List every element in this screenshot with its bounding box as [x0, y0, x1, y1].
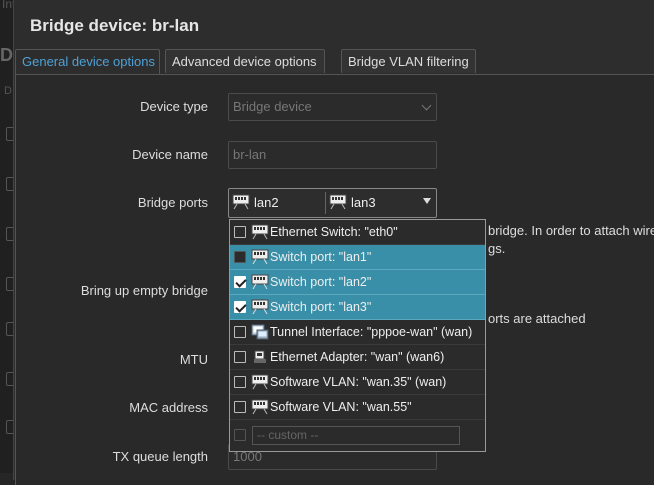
- option-checkbox[interactable]: [234, 429, 246, 441]
- bridge-ports-description: bridge. In order to attach wirel: [488, 223, 654, 238]
- device-name-input[interactable]: br-lan: [228, 141, 437, 169]
- dropdown-option-pppoe-wan[interactable]: Tunnel Interface: "pppoe-wan" (wan): [230, 320, 485, 345]
- bridge-ports-dropdown: Ethernet Switch: "eth0" Switch port: "la…: [229, 219, 486, 452]
- option-checkbox[interactable]: [234, 301, 246, 313]
- option-checkbox[interactable]: [234, 351, 246, 363]
- chevron-down-icon: [421, 100, 432, 111]
- dropdown-option-eth0[interactable]: Ethernet Switch: "eth0": [230, 220, 485, 245]
- tx-queue-length-label: TX queue length: [112, 449, 208, 464]
- tab-divider: [15, 74, 654, 75]
- tunnel-icon: [251, 324, 269, 340]
- dropdown-option-wan55[interactable]: Software VLAN: "wan.55": [230, 395, 485, 420]
- selected-port-label: lan3: [351, 195, 376, 210]
- empty-bridge-description: orts are attached: [488, 311, 586, 326]
- ethernet-port-icon: [232, 194, 250, 210]
- option-checkbox[interactable]: [234, 226, 246, 238]
- ethernet-port-icon: [251, 299, 269, 315]
- ethernet-port-icon: [329, 194, 347, 210]
- option-label: Tunnel Interface: "pppoe-wan" (wan): [270, 325, 473, 339]
- mac-address-label: MAC address: [129, 400, 208, 415]
- tab-bridge-vlan-filtering[interactable]: Bridge VLAN filtering: [341, 49, 476, 73]
- bridge-ports-select[interactable]: lan2 lan3: [228, 188, 437, 218]
- chip-divider: [325, 192, 326, 214]
- selected-port-label: lan2: [254, 195, 279, 210]
- dropdown-option-lan1[interactable]: Switch port: "lan1": [230, 245, 485, 270]
- option-label: Switch port: "lan1": [270, 250, 372, 264]
- custom-value-input[interactable]: -- custom --: [252, 426, 460, 445]
- option-checkbox[interactable]: [234, 251, 246, 263]
- dropdown-arrow-icon[interactable]: [423, 198, 431, 204]
- dropdown-option-lan3[interactable]: Switch port: "lan3": [230, 295, 485, 320]
- option-checkbox[interactable]: [234, 276, 246, 288]
- option-label: Switch port: "lan2": [270, 275, 372, 289]
- tab-general-device-options[interactable]: General device options: [15, 49, 160, 75]
- bridge-ports-description-cont: gs.: [488, 241, 506, 256]
- option-label: Ethernet Switch: "eth0": [270, 225, 398, 239]
- dropdown-option-custom[interactable]: -- custom --: [230, 420, 485, 451]
- device-name-value: br-lan: [233, 147, 267, 162]
- dropdown-option-wan[interactable]: Ethernet Adapter: "wan" (wan6): [230, 345, 485, 370]
- ethernet-port-icon: [251, 249, 269, 265]
- option-checkbox[interactable]: [234, 326, 246, 338]
- modal-title: Bridge device: br-lan: [30, 16, 200, 35]
- ethernet-port-icon: [251, 374, 269, 390]
- bg-fragment-label: D: [4, 85, 12, 97]
- option-label: Software VLAN: "wan.35" (wan): [270, 375, 447, 389]
- dropdown-option-lan2[interactable]: Switch port: "lan2": [230, 270, 485, 295]
- option-label: Switch port: "lan3": [270, 300, 372, 314]
- device-type-label: Device type: [140, 99, 208, 114]
- device-name-label: Device name: [132, 147, 208, 162]
- tab-advanced-device-options[interactable]: Advanced device options: [165, 49, 325, 73]
- dropdown-option-wan35[interactable]: Software VLAN: "wan.35" (wan): [230, 370, 485, 395]
- ethernet-port-icon: [251, 274, 269, 290]
- option-label: Ethernet Adapter: "wan" (wan6): [270, 350, 445, 364]
- ethernet-adapter-icon: [254, 350, 266, 363]
- empty-bridge-label: Bring up empty bridge: [80, 283, 208, 298]
- option-label: Software VLAN: "wan.55": [270, 400, 412, 414]
- device-type-value: Bridge device: [233, 99, 312, 114]
- option-checkbox[interactable]: [234, 401, 246, 413]
- ethernet-port-icon: [251, 224, 269, 240]
- tx-queue-length-value: 1000: [233, 449, 262, 464]
- bg-fragment-top: Int: [2, 0, 16, 11]
- option-checkbox[interactable]: [234, 376, 246, 388]
- bridge-ports-label: Bridge ports: [137, 195, 208, 210]
- mtu-label: MTU: [179, 352, 208, 367]
- device-type-select[interactable]: Bridge device: [228, 93, 437, 121]
- ethernet-port-icon: [251, 399, 269, 415]
